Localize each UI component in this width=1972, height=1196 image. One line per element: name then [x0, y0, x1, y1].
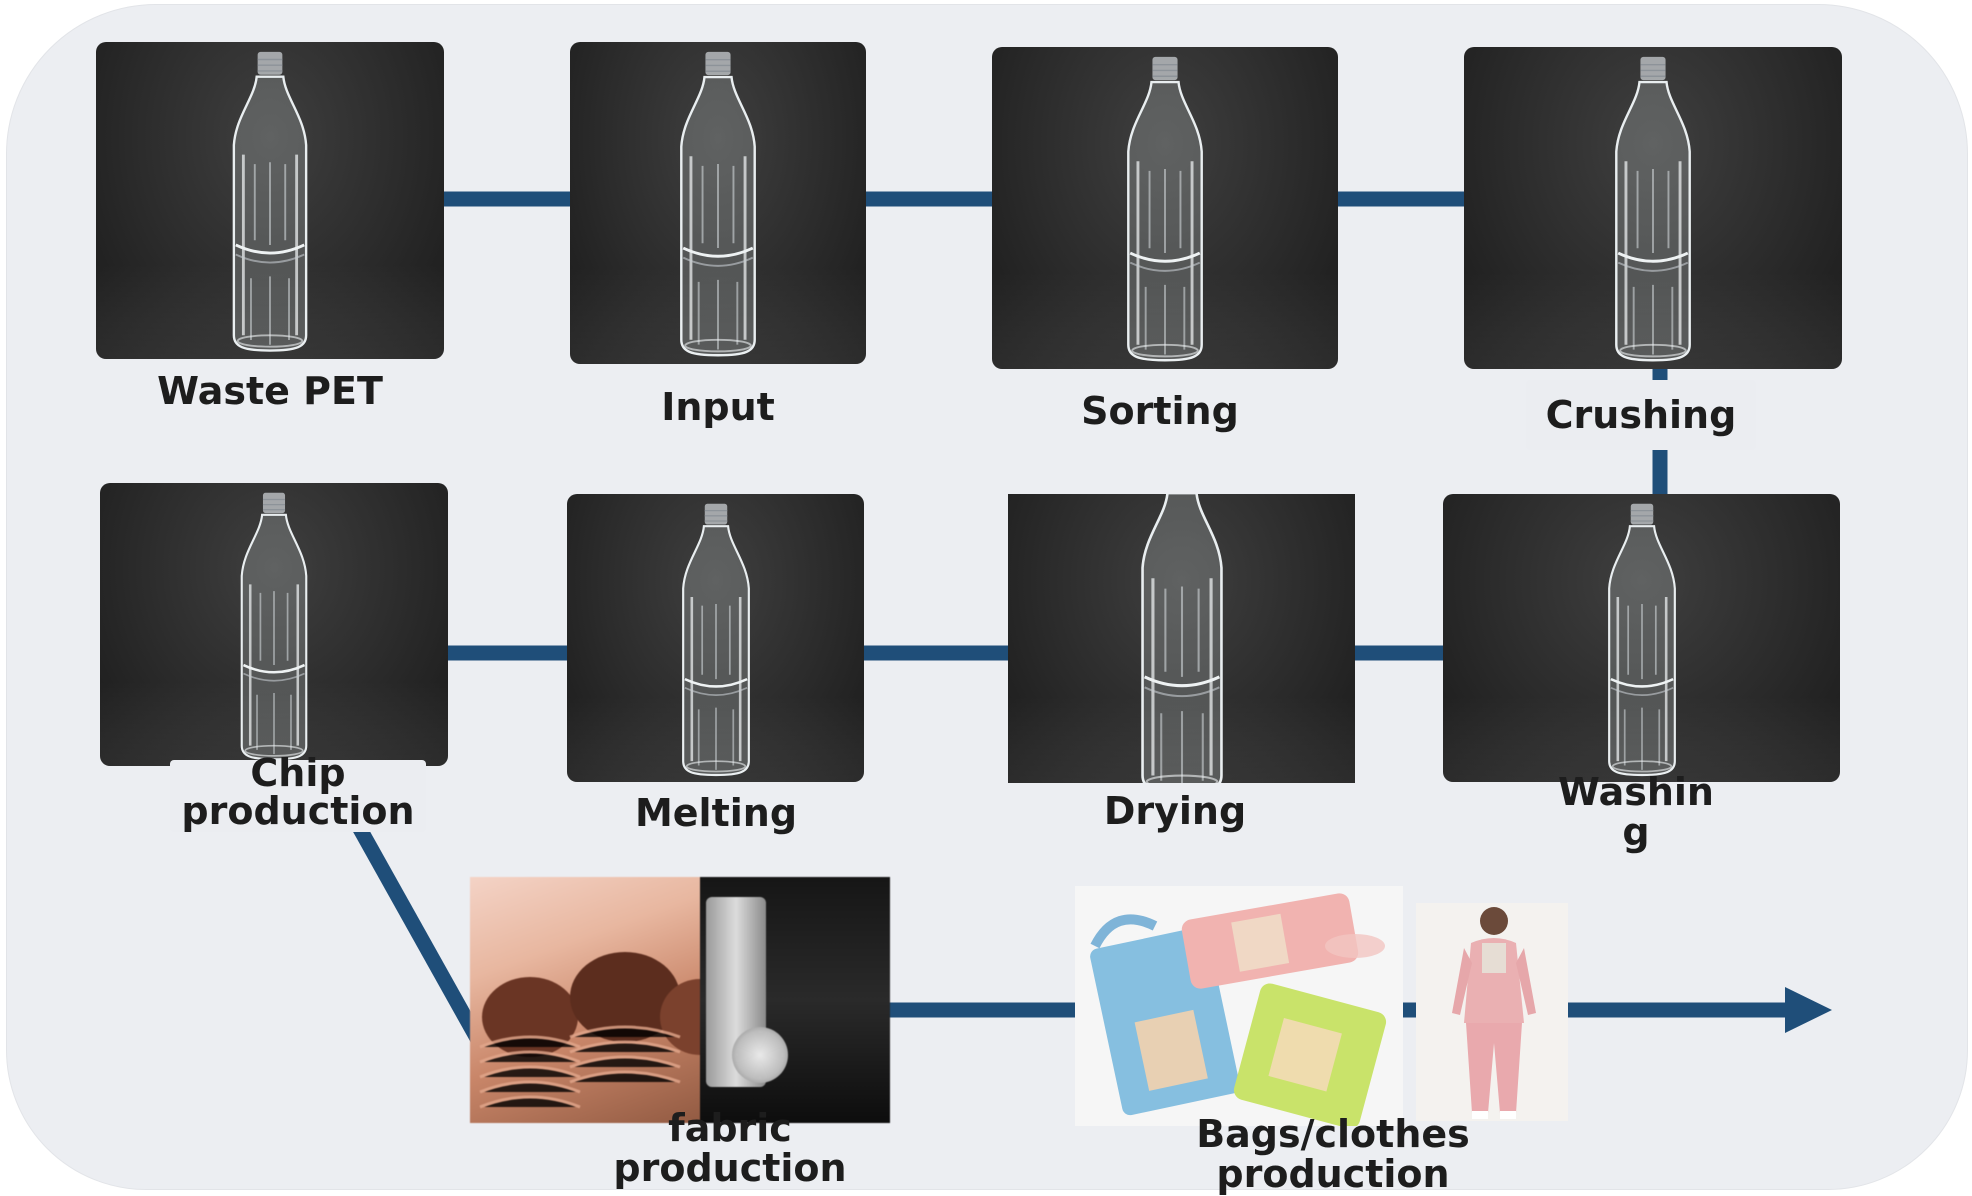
- product-label-bags-line2: production: [1183, 1154, 1483, 1194]
- product-label-bags-line1: Bags/clothes: [1183, 1114, 1483, 1154]
- pink-tracksuit-illustration: [1416, 903, 1568, 1121]
- chip-production-photo: [100, 483, 448, 766]
- product-label-fabric: fabric production: [580, 1108, 880, 1188]
- washing-photo: [1443, 494, 1840, 782]
- pet-bottle-icon: [1605, 55, 1702, 364]
- step-label-crushing: Crushing: [1526, 380, 1756, 450]
- crushing-photo: [1464, 47, 1842, 369]
- pet-bottle-icon: [1130, 494, 1234, 783]
- fabric-production-photo: [470, 877, 890, 1123]
- pet-bottle-icon: [670, 50, 767, 359]
- step-label-chip-line1: Chip: [170, 754, 426, 792]
- step-label-washing: Washin g: [1486, 772, 1786, 852]
- step-label-washing-line2: g: [1486, 812, 1786, 852]
- pet-bottle-icon: [222, 50, 317, 354]
- fabric-rolls-illustration: [470, 877, 720, 1123]
- step-label-melting: Melting: [566, 792, 866, 834]
- bags-illustration: [1075, 886, 1403, 1126]
- product-label-bags-clothes: Bags/clothes production: [1183, 1114, 1483, 1194]
- pet-bottle-icon: [1117, 55, 1214, 364]
- arrow-right-icon: [1785, 987, 1832, 1033]
- melting-photo: [567, 494, 864, 782]
- sorting-photo: [992, 47, 1338, 369]
- step-label-chip-line2: production: [170, 792, 426, 830]
- step-label-chip-production: Chip production: [170, 760, 426, 832]
- clothes-photo: [1416, 903, 1568, 1121]
- pet-bottle-icon: [232, 491, 317, 763]
- bags-photo: [1075, 886, 1403, 1126]
- step-label-waste-pet: Waste PET: [120, 370, 420, 412]
- input-photo: [570, 42, 866, 364]
- connector-chip-to-fabric: [355, 820, 478, 1040]
- drying-photo: [1008, 494, 1355, 783]
- product-label-fabric-line1: fabric: [580, 1108, 880, 1148]
- step-label-sorting: Sorting: [1010, 390, 1310, 432]
- pet-bottle-icon: [1598, 502, 1684, 778]
- step-label-drying: Drying: [1025, 790, 1325, 832]
- step-label-washing-line1: Washin: [1486, 772, 1786, 812]
- pet-bottle-icon: [672, 502, 758, 778]
- product-label-fabric-line2: production: [580, 1148, 880, 1188]
- waste-pet-photo: [96, 42, 444, 359]
- step-label-input: Input: [568, 386, 868, 428]
